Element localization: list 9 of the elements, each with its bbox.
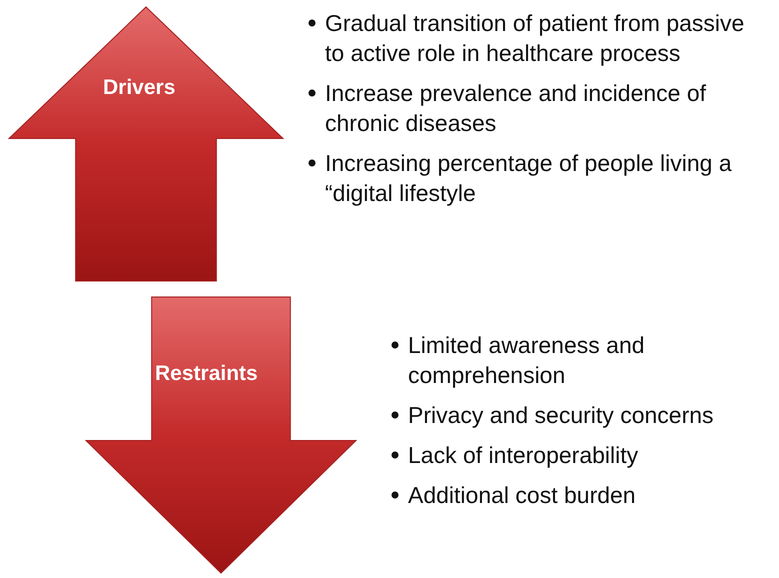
bullet-text: Limited awareness and comprehension (408, 331, 646, 390)
bullet-text: Lack of interoperability (408, 441, 638, 470)
arrow-label: Drivers (103, 76, 176, 100)
bullet-text: Increasing percentage of people living a “digital lifestyle (325, 149, 733, 208)
arrow-label: Restraints (155, 362, 258, 386)
bullet-text: Privacy and security concerns (408, 401, 714, 430)
bullet-text: Increase prevalence and incidence of chronic diseases (325, 79, 708, 138)
bullet-text: Gradual transition of patient from passive to active role in healthcare process (325, 9, 746, 68)
bullet-text: Additional cost burden (408, 481, 636, 510)
